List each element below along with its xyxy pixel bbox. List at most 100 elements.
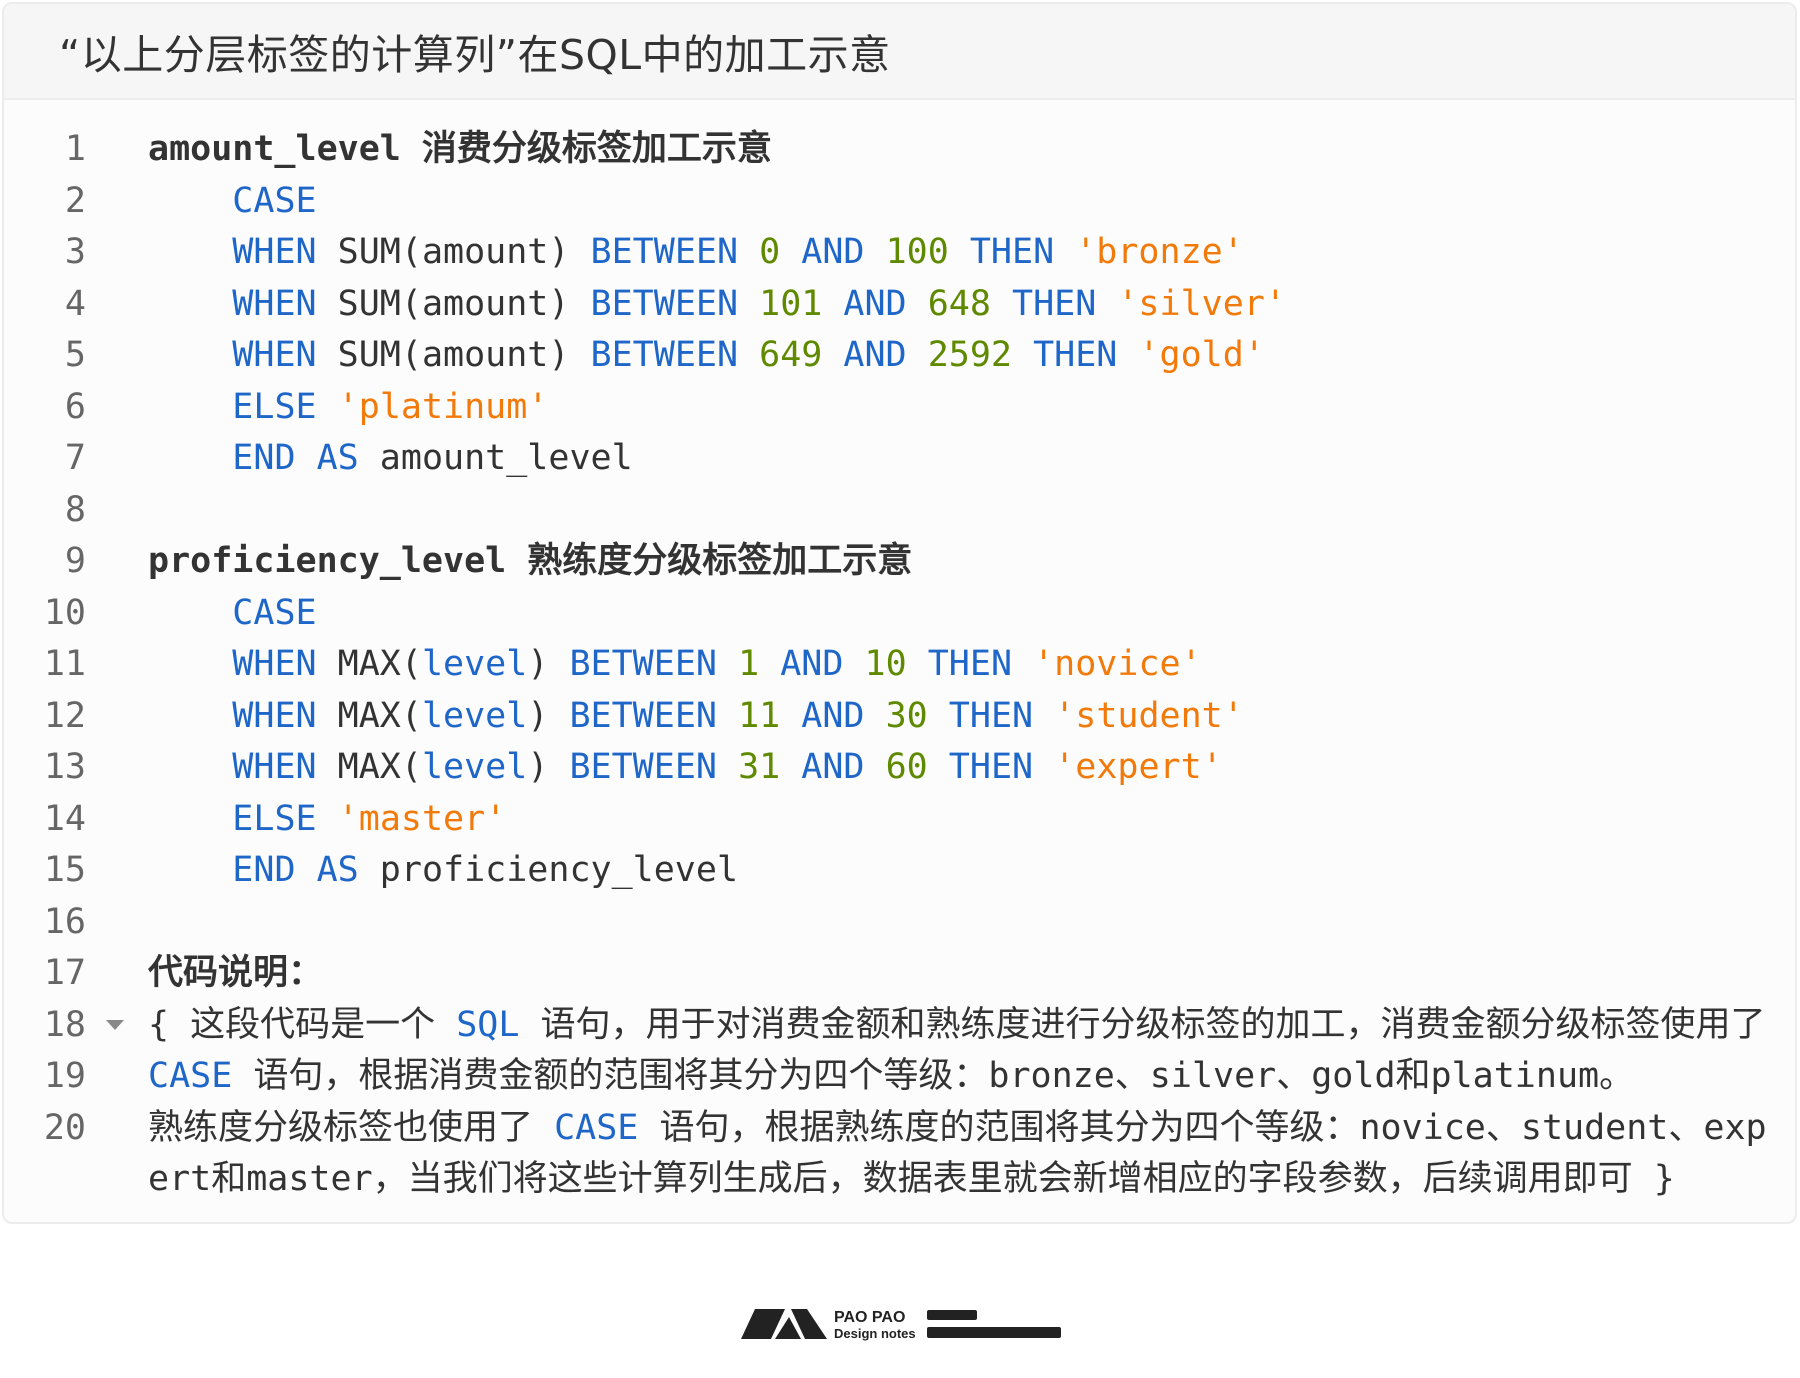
text-token: MAX( — [316, 695, 422, 736]
gutter-spacer — [86, 485, 148, 537]
keyword-token: WHEN — [232, 695, 317, 736]
keyword-token: WHEN — [232, 644, 317, 684]
string-token: 'bronze' — [1075, 232, 1244, 272]
keyword-token: THEN — [948, 232, 1076, 272]
number-token: 648 — [927, 283, 991, 324]
keyword-token: AND — [759, 644, 865, 684]
code-text: WHEN MAX(level) BETWEEN 11 AND 30 THEN '… — [148, 691, 1244, 743]
number-token: 101 — [759, 283, 823, 324]
keyword-token: level — [421, 644, 528, 684]
text-token — [148, 335, 232, 375]
text-token — [148, 696, 232, 736]
text-token — [148, 799, 232, 839]
keyword-token: WHEN — [232, 232, 317, 272]
keyword-token: BETWEEN — [590, 335, 739, 375]
line-number: 5 — [64, 335, 86, 375]
keyword-token: CASE — [554, 1107, 639, 1148]
code-line: 7 END AS amount_level — [4, 433, 1795, 485]
code-text: END AS amount_level — [148, 433, 632, 485]
heading-token: proficiency_level 熟练度分级标签加工示意 — [148, 541, 913, 581]
code-card: “以上分层标签的计算列”在SQL中的加工示意 1 amount_level 消费分… — [2, 2, 1797, 1224]
text-token: 语句，根据消费金额的范围将其分为四个等级：bronze、silver、gold和… — [232, 1056, 1635, 1096]
code-text: WHEN SUM(amount) BETWEEN 649 AND 2592 TH… — [148, 330, 1265, 382]
gutter-spacer — [86, 330, 148, 382]
number-token: 11 — [738, 695, 781, 736]
string-token: 'gold' — [1138, 335, 1265, 375]
line-number: 15 — [43, 850, 86, 890]
gutter-spacer — [86, 742, 148, 794]
keyword-token: SQL — [456, 1004, 520, 1045]
text-token — [148, 232, 232, 272]
string-token: 'master' — [337, 798, 507, 839]
gutter-spacer — [86, 227, 148, 279]
number-token: 60 — [885, 747, 928, 787]
code-text: CASE — [148, 588, 316, 640]
code-line: 12 WHEN MAX(level) BETWEEN 11 AND 30 THE… — [4, 691, 1795, 743]
code-card-header: “以上分层标签的计算列”在SQL中的加工示意 — [4, 4, 1795, 100]
number-token: 2592 — [927, 335, 1012, 375]
line-number: 1 — [64, 129, 86, 169]
line-number: 17 — [43, 953, 86, 993]
string-token: 'expert' — [1054, 747, 1223, 787]
code-text: amount_level 消费分级标签加工示意 — [148, 124, 772, 176]
line-number: 13 — [43, 747, 86, 787]
line-number: 2 — [64, 180, 86, 221]
caret-down-icon[interactable] — [106, 1019, 124, 1030]
text-token: SUM(amount) — [316, 232, 591, 272]
keyword-token: END AS — [232, 438, 359, 478]
text-token: { 这段代码是一个 — [148, 1004, 457, 1045]
gutter-spacer — [86, 588, 148, 640]
line-number: 10 — [43, 592, 86, 633]
number-token: 30 — [885, 695, 928, 736]
text-token — [317, 387, 338, 427]
code-text: proficiency_level 熟练度分级标签加工示意 — [148, 536, 912, 588]
string-token: 'novice' — [1033, 644, 1202, 684]
keyword-token: THEN — [927, 695, 1055, 736]
code-line: 8 — [4, 485, 1795, 537]
code-line: ert和master，当我们将这些计算列生成后，数据表里就会新增相应的字段参数，… — [4, 1154, 1795, 1206]
gutter-spacer — [86, 1103, 148, 1155]
text-token: 语句，根据熟练度的范围将其分为四个等级：novice、student、exp — [638, 1107, 1767, 1148]
line-number: 12 — [43, 695, 86, 736]
code-text: ELSE 'master' — [148, 794, 506, 846]
gutter-spacer — [86, 794, 148, 846]
text-token: ert和master，当我们将这些计算列生成后，数据表里就会新增相应的字段参数，… — [148, 1159, 1675, 1199]
code-text: WHEN MAX(level) BETWEEN 31 AND 60 THEN '… — [148, 742, 1223, 794]
line-number: 9 — [64, 541, 86, 581]
code-text: CASE — [148, 176, 316, 228]
line-number — [4, 1154, 86, 1206]
svg-text:Design notes: Design notes — [834, 1326, 916, 1341]
keyword-token: THEN — [927, 747, 1055, 787]
keyword-token: BETWEEN — [590, 283, 739, 324]
code-text: END AS proficiency_level — [148, 845, 738, 897]
line-number: 14 — [43, 798, 86, 839]
gutter-spacer — [86, 176, 148, 228]
text-token — [148, 747, 232, 787]
code-text: ELSE 'platinum' — [148, 382, 548, 434]
line-number: 6 — [64, 386, 86, 427]
code-text: WHEN MAX(level) BETWEEN 1 AND 10 THEN 'n… — [148, 639, 1202, 691]
text-token — [738, 284, 759, 324]
text-token — [148, 387, 232, 427]
svg-text:PAO PAO: PAO PAO — [834, 1309, 905, 1326]
line-number: 18 — [43, 1004, 86, 1045]
number-token: 0 — [759, 232, 781, 272]
heading-token: amount_level 消费分级标签加工示意 — [148, 129, 772, 169]
code-line: 5 WHEN SUM(amount) BETWEEN 649 AND 2592 … — [4, 330, 1795, 382]
keyword-token: ELSE — [232, 798, 317, 839]
text-token: MAX( — [316, 747, 422, 787]
gutter-spacer — [86, 536, 148, 588]
string-token: 'silver' — [1117, 283, 1286, 324]
fold-toggle[interactable] — [86, 1000, 148, 1052]
string-token: 'student' — [1054, 695, 1244, 736]
code-line: 18{ 这段代码是一个 SQL 语句，用于对消费金额和熟练度进行分级标签的加工，… — [4, 1000, 1795, 1052]
keyword-token: WHEN — [232, 747, 317, 787]
keyword-token: AND — [780, 695, 886, 736]
text-token — [717, 747, 738, 787]
text-token — [317, 799, 338, 839]
keyword-token: END AS — [232, 850, 359, 890]
gutter-spacer — [86, 1154, 148, 1206]
